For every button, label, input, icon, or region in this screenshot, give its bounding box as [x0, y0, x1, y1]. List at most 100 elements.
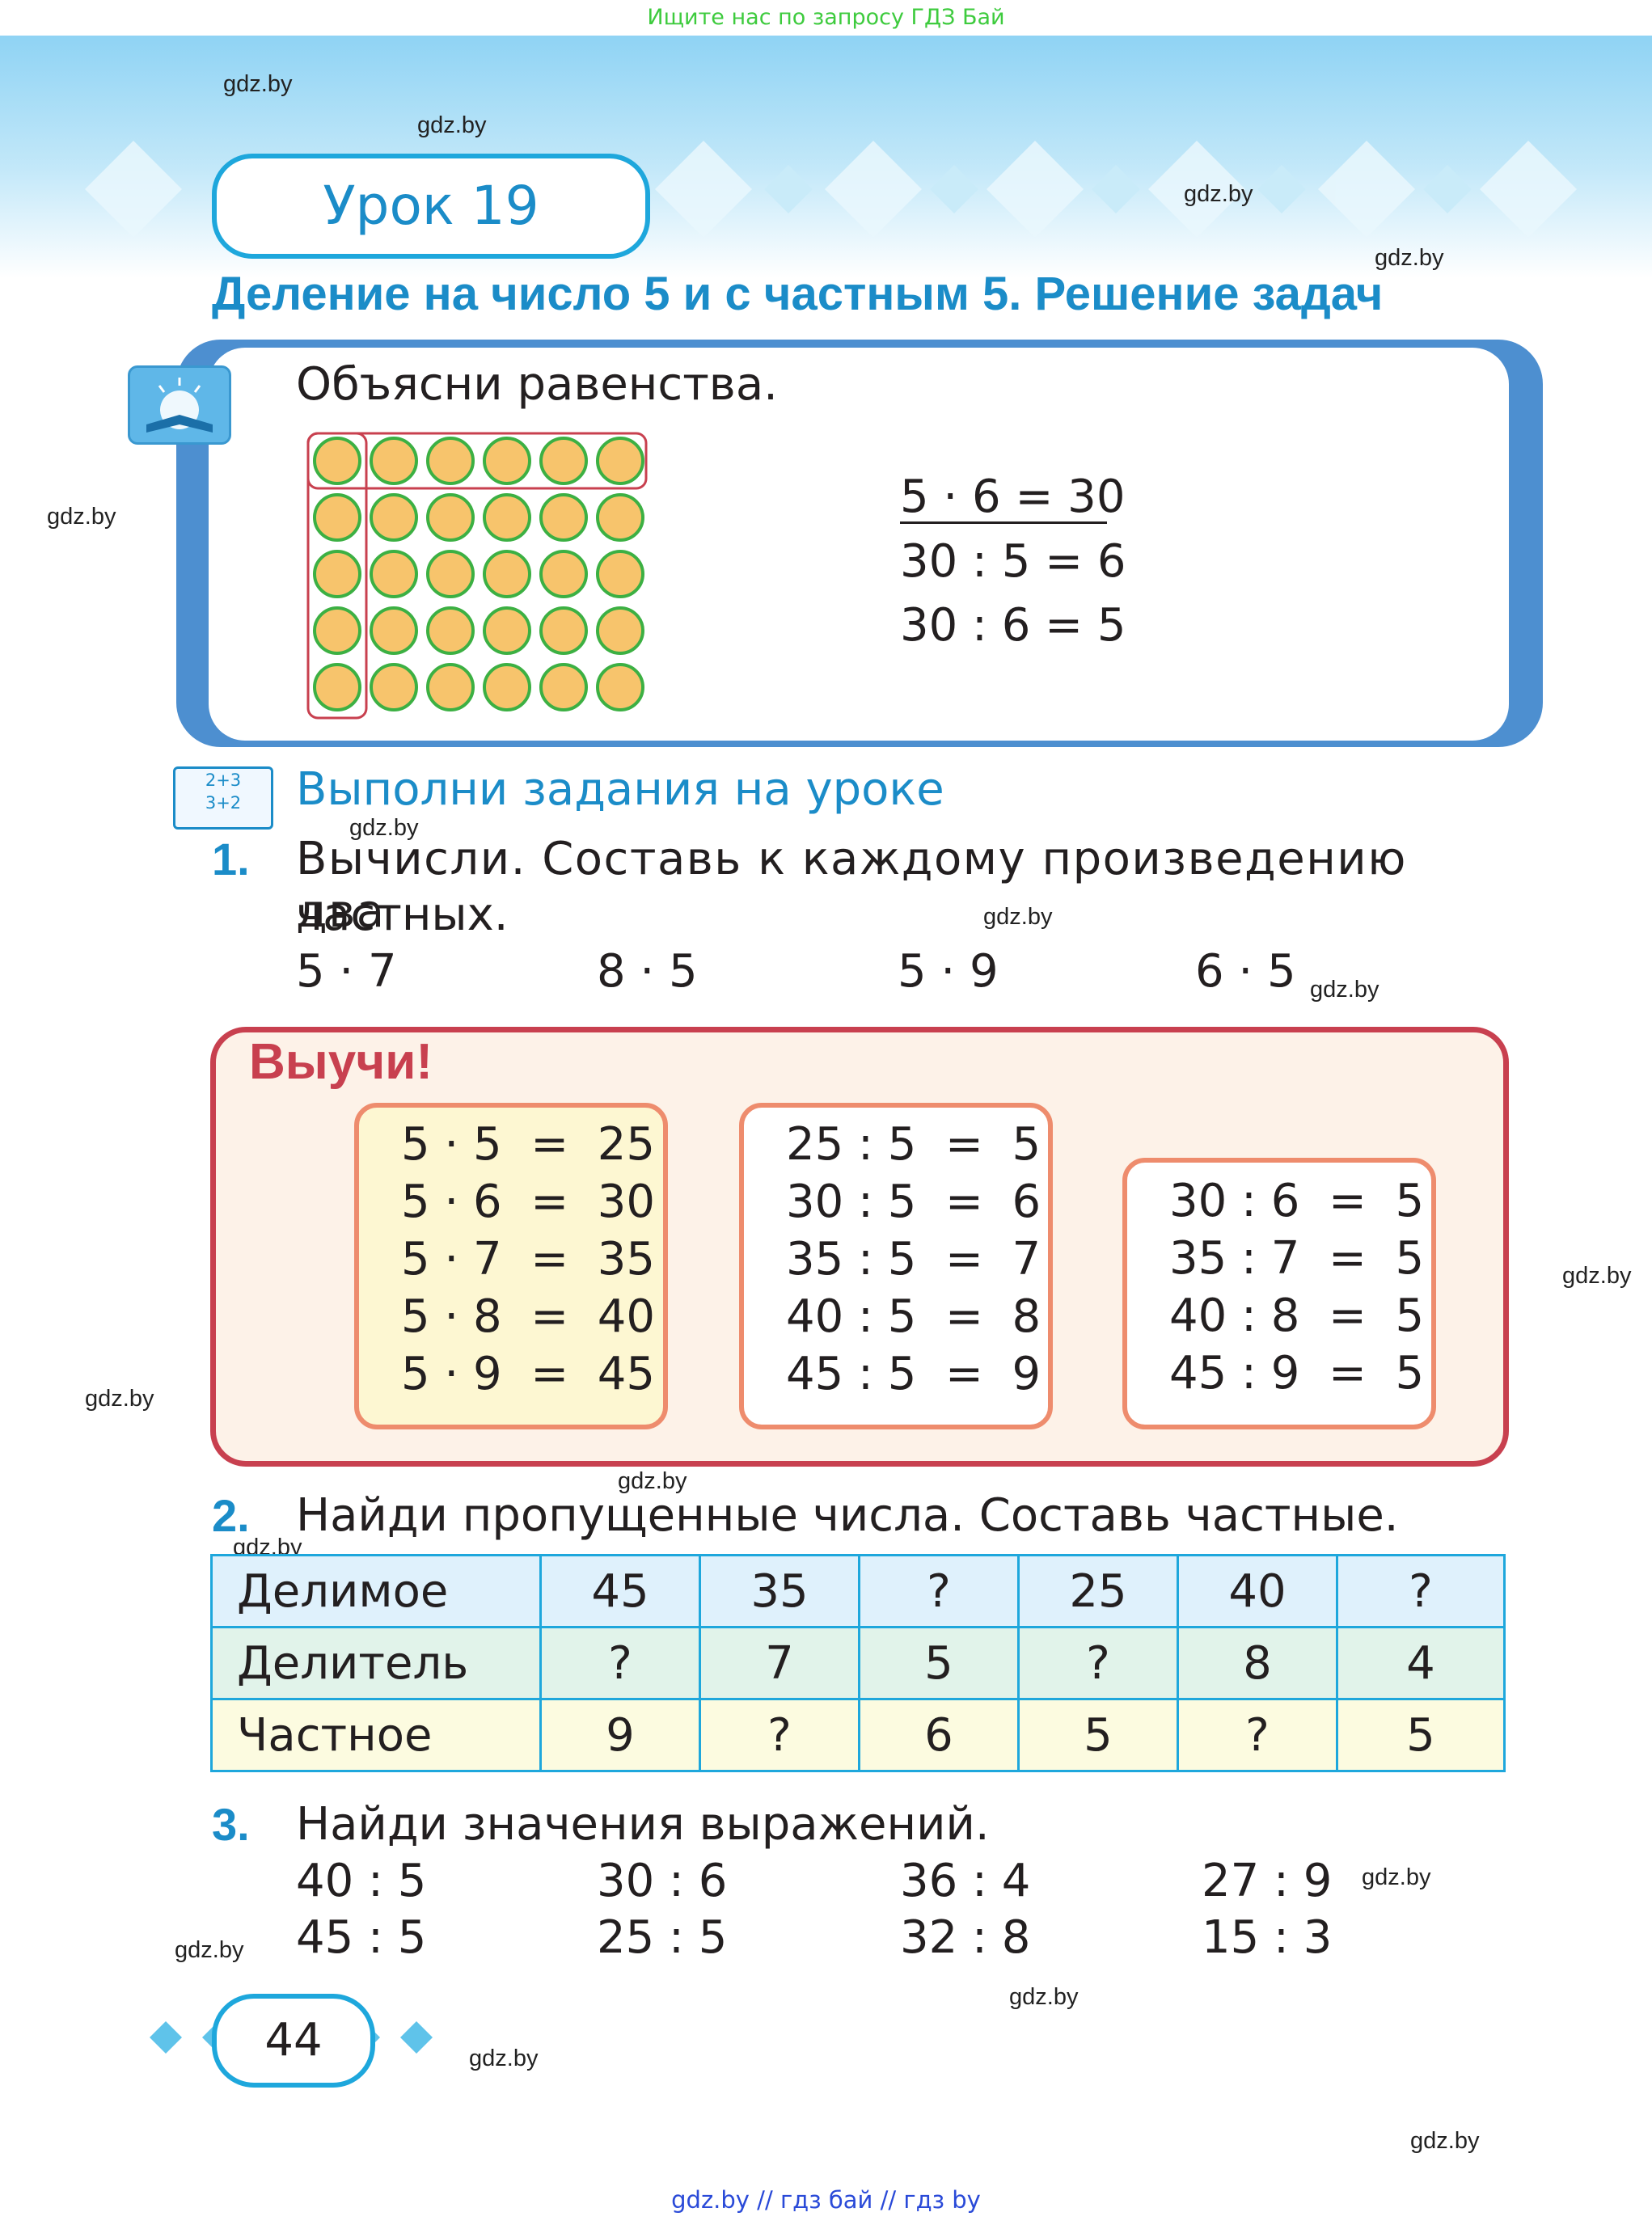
counter-circle: [370, 493, 418, 542]
circle-grid: [306, 432, 648, 720]
watermark: gdz.by: [175, 1937, 244, 1963]
task-number: 1.: [212, 834, 250, 885]
watermark: gdz.by: [1009, 1984, 1079, 2010]
counter-circle: [313, 663, 361, 711]
expression: 5 · 7: [296, 945, 397, 998]
equation-underline: [900, 521, 1107, 524]
counter-circle: [539, 437, 588, 485]
watermark: gdz.by: [1184, 181, 1253, 207]
table-cell: 9: [539, 1698, 701, 1772]
expression: 8 · 5: [597, 945, 698, 998]
watermark: gdz.by: [1310, 977, 1379, 1003]
fact-row: 40 : 8 = 5: [1169, 1290, 1425, 1342]
counter-circle: [483, 663, 531, 711]
watermark: gdz.by: [47, 504, 116, 530]
book-icon: [128, 365, 231, 445]
task-text: Найди значения выражений.: [296, 1798, 990, 1851]
fact-row: 30 : 6 = 5: [1169, 1175, 1425, 1227]
counter-circle: [483, 606, 531, 655]
table-cell: 40: [1177, 1554, 1338, 1628]
counter-circle: [539, 493, 588, 542]
fact-row: 30 : 5 = 6: [786, 1176, 1041, 1228]
counter-circle: [426, 550, 475, 598]
table-row: Частное 9 ? 6 5 ? 5: [210, 1698, 1506, 1772]
table-cell: ?: [858, 1554, 1020, 1628]
fact-row: 25 : 5 = 5: [786, 1118, 1041, 1171]
quotient-5-box: 30 : 6 = 5 35 : 7 = 5 40 : 8 = 5 45 : 9 …: [1122, 1158, 1436, 1429]
table-cell: ?: [1017, 1626, 1179, 1700]
counter-circle: [426, 493, 475, 542]
counter-circle: [483, 493, 531, 542]
expression: 45 : 5: [296, 1911, 427, 1964]
table-cell: ?: [1336, 1554, 1506, 1628]
task-number: 2.: [212, 1490, 250, 1541]
learn-title: Выучи!: [249, 1034, 433, 1090]
counter-circle: [596, 606, 644, 655]
table-cell: 5: [1336, 1698, 1506, 1772]
counter-circle: [370, 550, 418, 598]
table-cell: ?: [699, 1698, 860, 1772]
watermark: gdz.by: [1410, 2128, 1480, 2154]
multiplication-box: 5 · 5 = 25 5 · 6 = 30 5 · 7 = 35 5 · 8 =…: [354, 1103, 668, 1429]
watermark: gdz.by: [618, 1468, 687, 1494]
counter-circle: [539, 663, 588, 711]
section-heading: Выполни задания на уроке: [296, 763, 944, 816]
column-group-outline: [306, 432, 368, 720]
watermark: gdz.by: [1562, 1263, 1632, 1289]
row-label: Делитель: [210, 1626, 542, 1700]
watermark: gdz.by: [469, 2046, 539, 2071]
expression: 27 : 9: [1202, 1855, 1333, 1907]
board-icon-text: 3+2: [205, 793, 242, 813]
fact-row: 45 : 9 = 5: [1169, 1347, 1425, 1400]
watermark: gdz.by: [223, 71, 293, 97]
expression: 32 : 8: [900, 1911, 1031, 1964]
counter-circle: [596, 663, 644, 711]
table-cell: 35: [699, 1554, 860, 1628]
row-label: Делимое: [210, 1554, 542, 1628]
page-number: 44: [212, 1994, 375, 2088]
equation: 5 · 6 = 30: [900, 471, 1126, 523]
counter-circle: [539, 550, 588, 598]
expression: 15 : 3: [1202, 1911, 1333, 1964]
counter-circle: [370, 663, 418, 711]
equation: 30 : 5 = 6: [900, 535, 1126, 588]
watermark: gdz.by: [85, 1386, 154, 1412]
counter-circle: [426, 606, 475, 655]
expression: 30 : 6: [597, 1855, 728, 1907]
watermark: gdz.by: [1375, 245, 1444, 271]
fact-row: 35 : 5 = 7: [786, 1233, 1041, 1286]
top-banner[interactable]: Ищите нас по запросу ГДЗ Бай: [647, 5, 1005, 30]
counter-circle: [596, 550, 644, 598]
counter-circle: [426, 437, 475, 485]
ornament-pattern: [85, 141, 1577, 238]
watermark: gdz.by: [1362, 1864, 1431, 1890]
table-cell: ?: [1177, 1698, 1338, 1772]
fact-row: 35 : 7 = 5: [1169, 1232, 1425, 1285]
fact-row: 5 · 9 = 45: [401, 1348, 656, 1400]
equation: 30 : 6 = 5: [900, 599, 1126, 652]
lesson-title: Урок 19: [212, 154, 650, 259]
counter-circle: [313, 437, 361, 485]
counter-circle: [313, 493, 361, 542]
task-text: частных.: [296, 889, 509, 941]
counter-circle: [483, 437, 531, 485]
footer-links[interactable]: gdz.by // гдз бай // гдз by: [671, 2186, 981, 2214]
division-by-5-box: 25 : 5 = 5 30 : 5 = 6 35 : 5 = 7 40 : 5 …: [739, 1103, 1053, 1429]
division-table: Делимое 45 35 ? 25 40 ? Делитель ? 7 5 ?…: [210, 1554, 1506, 1772]
fact-row: 5 · 8 = 40: [401, 1290, 656, 1343]
counter-circle: [313, 606, 361, 655]
task-text: Найди пропущенные числа. Составь частные…: [296, 1489, 1399, 1542]
table-cell: 6: [858, 1698, 1020, 1772]
table-row: Делитель ? 7 5 ? 8 4: [210, 1626, 1506, 1700]
task-number: 3.: [212, 1799, 250, 1850]
counter-circle: [370, 437, 418, 485]
counter-circle: [370, 606, 418, 655]
expression: 5 · 9: [898, 945, 999, 998]
counter-circle: [426, 663, 475, 711]
expression: 40 : 5: [296, 1855, 427, 1907]
fact-row: 5 · 6 = 30: [401, 1176, 656, 1228]
table-cell: 7: [699, 1626, 860, 1700]
counter-circle: [596, 437, 644, 485]
counter-circle: [483, 550, 531, 598]
watermark: gdz.by: [417, 112, 487, 138]
